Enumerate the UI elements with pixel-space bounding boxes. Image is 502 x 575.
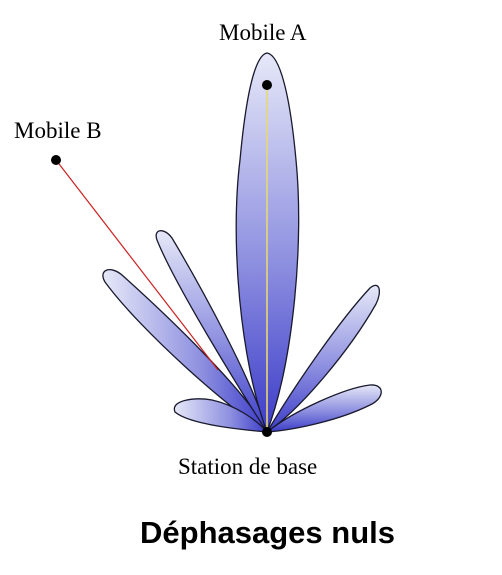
path-to-mobile-b bbox=[55, 159, 219, 371]
lobe-right bbox=[266, 284, 381, 433]
caption: Déphasages nuls bbox=[140, 515, 395, 550]
base-station-label: Station de base bbox=[178, 454, 317, 479]
lobe-left bbox=[155, 230, 268, 433]
mobile-b-dot bbox=[51, 155, 61, 165]
base-station-dot bbox=[262, 427, 272, 437]
lobe-bottom-left bbox=[173, 398, 269, 433]
mobile-a-dot bbox=[262, 80, 272, 90]
lobe-bottom-right bbox=[264, 384, 382, 433]
mobile-b-label: Mobile B bbox=[14, 118, 102, 143]
mobile-a-label: Mobile A bbox=[219, 20, 307, 45]
lobe-far-left bbox=[102, 269, 269, 434]
